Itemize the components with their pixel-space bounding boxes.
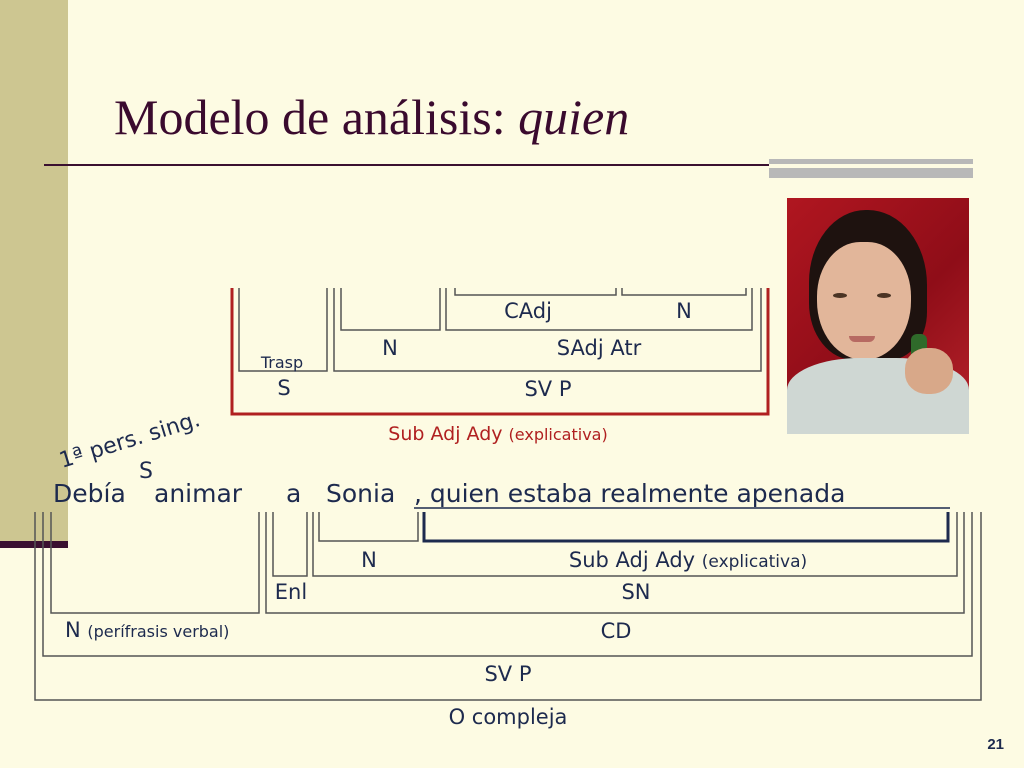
bracket-n-sonia — [318, 512, 419, 542]
label-sv-p-lower: SV P — [484, 662, 531, 686]
label-sv-p-upper: SV P — [524, 377, 571, 401]
bracket-n-upper-right — [621, 288, 747, 296]
slide-title: Modelo de análisis: quien — [114, 92, 629, 142]
bracket-sv-p-upper — [333, 288, 762, 372]
label-sadj-atr: SAdj Atr — [557, 336, 642, 360]
label-n-upper-left: N — [382, 336, 398, 360]
bracket-enl — [272, 512, 308, 577]
label-s-upper: S — [277, 376, 290, 400]
decorative-bar-bottom — [769, 168, 973, 178]
bracket-cd — [265, 512, 965, 614]
n-perifrasis-note: (perífrasis verbal) — [87, 622, 229, 641]
label-sub-adj-lower: Sub Adj Ady (explicativa) — [569, 548, 807, 572]
page-number: 21 — [987, 736, 1004, 753]
title-italic: quien — [518, 89, 630, 145]
sidebar-accent-bar — [0, 541, 68, 548]
bracket-sv-p-lower — [42, 512, 973, 657]
title-underline — [44, 164, 769, 166]
word-debia: Debía — [53, 479, 126, 508]
annotation-person: 1ª pers. sing. — [56, 407, 203, 474]
bracket-sub-adj-lower — [422, 512, 950, 543]
photo-right-eye — [877, 293, 891, 298]
n-perifrasis-main: N — [65, 618, 87, 642]
label-cd: CD — [601, 619, 632, 643]
sidebar-band — [0, 0, 68, 548]
title-main: Modelo de análisis: — [114, 89, 519, 145]
photo-mouth — [849, 336, 875, 342]
bracket-o-compleja — [34, 512, 982, 701]
label-n-sonia: N — [361, 548, 377, 572]
sub-adj-lower-note: (explicativa) — [702, 552, 807, 572]
label-o-compleja: O compleja — [449, 705, 568, 729]
sub-adj-upper-main: Sub Adj Ady — [388, 423, 508, 445]
photo-hand — [905, 348, 953, 394]
photo-left-eye — [833, 293, 847, 298]
decorative-bar-top — [769, 159, 973, 164]
bracket-sn — [312, 512, 958, 577]
bracket-n-upper-left — [340, 288, 441, 331]
label-n-perifrasis: N (perífrasis verbal) — [65, 618, 229, 642]
bracket-cadj — [454, 288, 617, 296]
label-enl: Enl — [275, 580, 307, 604]
label-cadj: CAdj — [504, 299, 552, 323]
label-n-upper-right: N — [676, 299, 692, 323]
word-animar: animar — [154, 479, 243, 508]
portrait-photo — [787, 198, 969, 434]
label-trasp: Trasp — [260, 353, 303, 372]
sub-adj-upper-note: (explicativa) — [509, 425, 608, 444]
label-sn: SN — [621, 580, 650, 604]
annotation-subject: S — [139, 459, 153, 484]
word-sonia: Sonia — [326, 479, 395, 508]
sub-adj-lower-main: Sub Adj Ady — [569, 548, 702, 572]
bracket-trasp — [238, 288, 328, 372]
bracket-n-perifrasis — [50, 512, 260, 614]
bracket-sadj-atr — [445, 288, 753, 331]
bracket-sub-adj-upper — [230, 288, 770, 416]
word-a: a — [286, 479, 301, 508]
word-relative-clause: , quien estaba realmente apenada — [414, 479, 845, 508]
label-sub-adj-upper: Sub Adj Ady (explicativa) — [388, 423, 607, 445]
